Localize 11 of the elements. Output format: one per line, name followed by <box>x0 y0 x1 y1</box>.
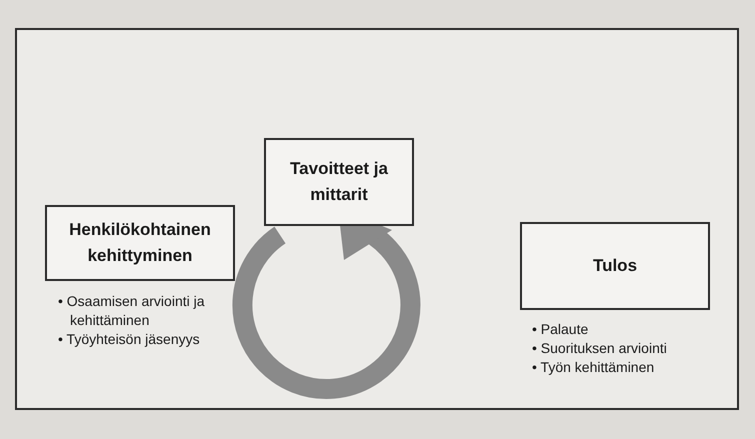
box-title: Henkilökohtainen kehittyminen <box>68 219 212 267</box>
box-title: Tavoitteet ja mittarit <box>289 158 389 206</box>
bullet-item: • Suorituksen arviointi <box>532 339 668 358</box>
concept-box <box>520 222 710 310</box>
concept-box <box>45 205 235 281</box>
concept-box <box>264 138 414 226</box>
bullet-item: • Palaute <box>532 320 590 339</box>
bullet-item: • Työyhteisön jäsenyys <box>58 330 201 349</box>
box-title: Tulos <box>592 255 638 277</box>
bullet-item: • Työn kehittäminen <box>532 358 656 377</box>
bullet-item: • Osaamisen arviointi ja kehittäminen <box>58 292 206 330</box>
